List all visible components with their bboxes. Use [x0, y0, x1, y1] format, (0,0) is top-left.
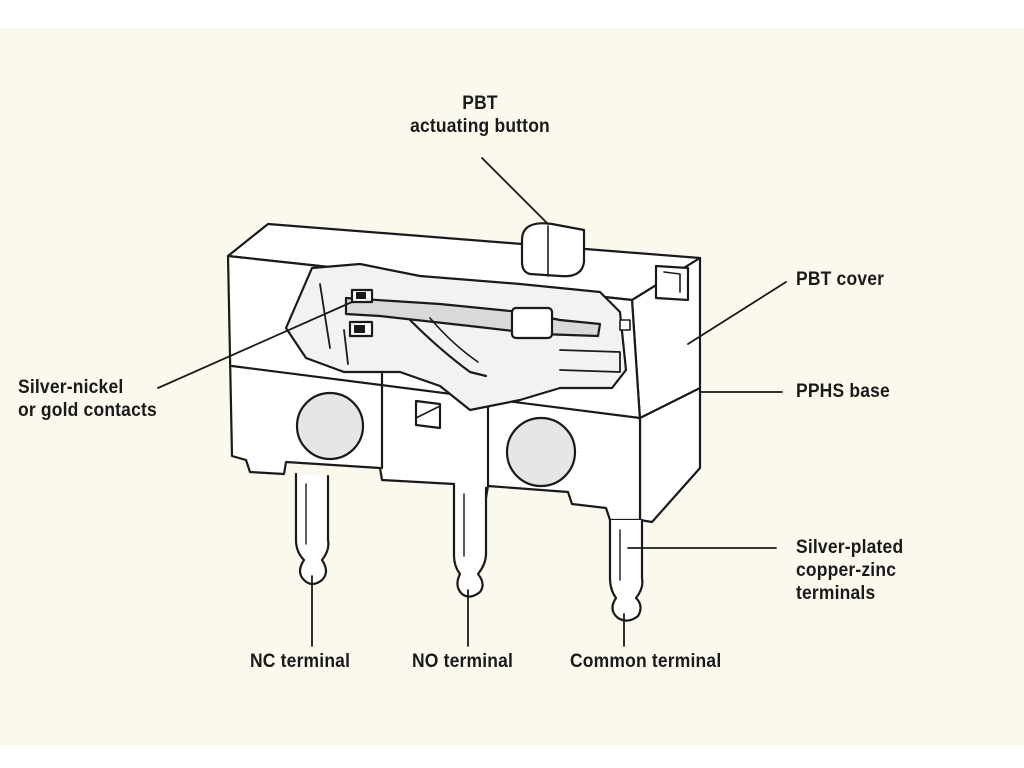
label-contacts: Silver-nickel or gold contacts	[18, 376, 157, 422]
actuating-button	[520, 222, 586, 278]
common-terminal-pin	[608, 518, 644, 622]
label-terminals-line-2: copper-zinc	[796, 560, 897, 581]
leader-lines	[157, 157, 787, 647]
mounting-hole-left	[295, 391, 365, 461]
label-pphs-base: PPHS base	[796, 380, 890, 403]
label-actuating-button-line-2: actuating button	[410, 116, 550, 137]
label-pbt-cover: PBT cover	[796, 268, 884, 291]
label-terminals-material: Silver-plated copper-zinc terminals	[796, 536, 903, 605]
label-terminals-line-1: Silver-plated	[796, 537, 904, 558]
label-actuating-button-line-1: PBT	[462, 93, 498, 114]
label-common-terminal: Common terminal	[570, 650, 721, 673]
label-no-terminal-line-1: NO terminal	[412, 651, 514, 672]
leader-actuator	[481, 157, 549, 225]
cover-slot	[654, 264, 690, 302]
label-common-terminal-line-1: Common terminal	[570, 651, 722, 672]
label-contacts-line-2: or gold contacts	[18, 400, 157, 421]
leader-contacts	[157, 301, 353, 389]
base-marker	[414, 399, 442, 430]
label-nc-terminal-line-1: NC terminal	[250, 651, 351, 672]
label-terminals-line-3: terminals	[796, 583, 876, 604]
cover-base-seam	[230, 364, 702, 420]
internal-plunger	[510, 306, 554, 340]
label-pphs-base-line-1: PPHS base	[796, 381, 890, 402]
leader-cover	[687, 281, 787, 345]
label-nc-terminal: NC terminal	[250, 650, 350, 673]
label-no-terminal: NO terminal	[412, 650, 513, 673]
label-pbt-cover-line-1: PBT cover	[796, 269, 885, 290]
mounting-hole-right	[505, 416, 577, 488]
label-contacts-line-1: Silver-nickel	[18, 377, 124, 398]
label-actuating-button: PBT actuating button	[388, 92, 572, 138]
nc-terminal-pin	[294, 472, 330, 586]
no-terminal-pin	[452, 482, 488, 598]
